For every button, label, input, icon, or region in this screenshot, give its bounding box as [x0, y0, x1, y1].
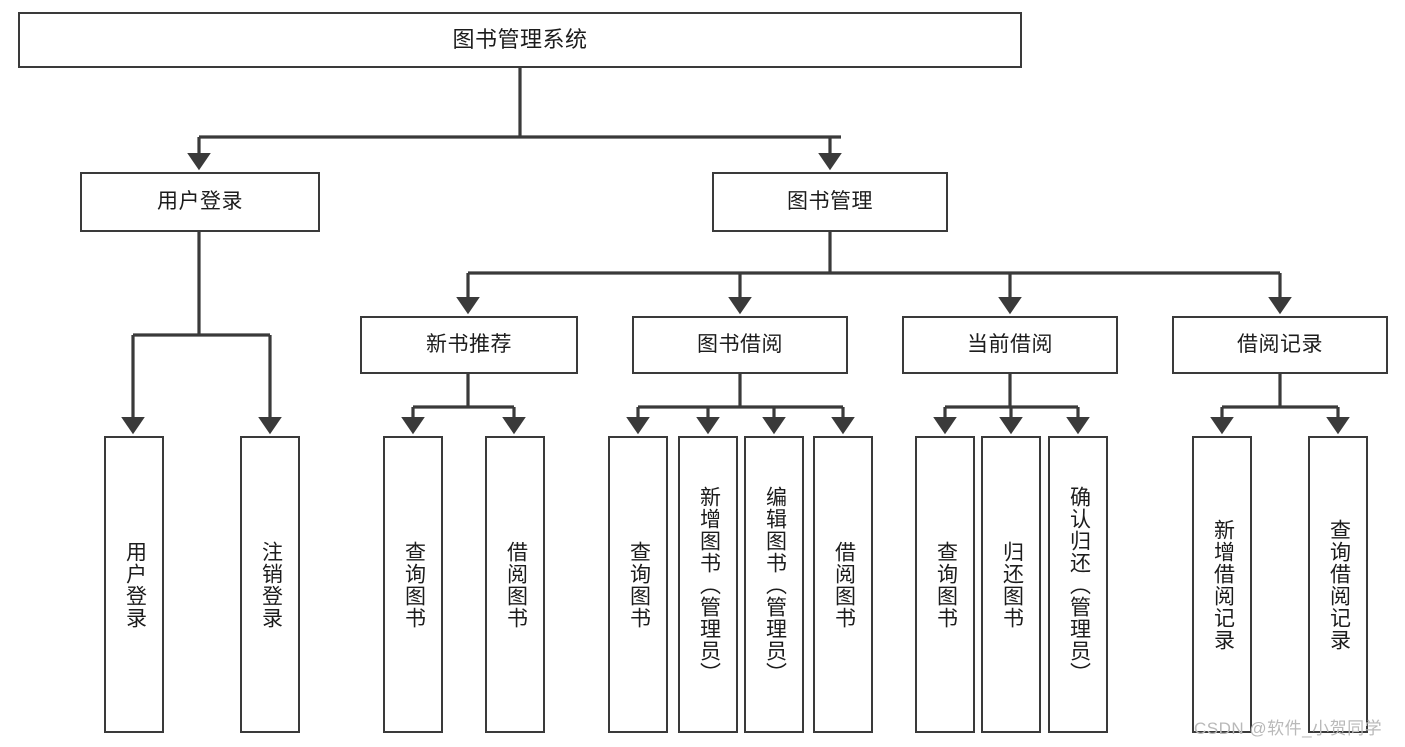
node-label: 查询图书 — [934, 540, 958, 629]
node-label: 新书推荐 — [426, 333, 512, 357]
node-new-book-recommend[interactable]: 新书推荐 — [360, 316, 578, 374]
leaf-user-login-logout[interactable]: 注销登录 — [240, 436, 300, 733]
leaf-borrow-edit-book-admin[interactable]: 编辑图书（管理员） — [744, 436, 804, 733]
leaf-borrow-add-book-admin[interactable]: 新增图书（管理员） — [678, 436, 738, 733]
leaf-current-return-book[interactable]: 归还图书 — [981, 436, 1041, 733]
leaf-user-login-login[interactable]: 用户登录 — [104, 436, 164, 733]
node-label: 编辑图书（管理员） — [763, 485, 787, 684]
node-label: 新增借阅记录 — [1211, 518, 1235, 651]
node-label: 图书管理 — [787, 190, 873, 214]
node-borrow-record[interactable]: 借阅记录 — [1172, 316, 1388, 374]
node-label: 查询图书 — [402, 540, 426, 629]
node-root-system[interactable]: 图书管理系统 — [18, 12, 1022, 68]
node-label: 当前借阅 — [967, 333, 1053, 357]
watermark: CSDN @软件_小贺同学 — [1194, 719, 1383, 738]
node-book-management[interactable]: 图书管理 — [712, 172, 948, 232]
leaf-new-book-query[interactable]: 查询图书 — [383, 436, 443, 733]
leaf-borrow-borrow-book[interactable]: 借阅图书 — [813, 436, 873, 733]
node-label: 借阅图书 — [832, 540, 856, 629]
leaf-borrow-query-book[interactable]: 查询图书 — [608, 436, 668, 733]
node-book-borrow[interactable]: 图书借阅 — [632, 316, 848, 374]
node-label: 确认归还（管理员） — [1067, 485, 1091, 684]
node-label: 用户登录 — [157, 190, 243, 214]
node-label: 借阅记录 — [1237, 333, 1323, 357]
node-label: 借阅图书 — [504, 540, 528, 629]
leaf-new-book-borrow[interactable]: 借阅图书 — [485, 436, 545, 733]
node-label: 新增图书（管理员） — [697, 485, 721, 684]
node-label: 图书管理系统 — [452, 26, 588, 52]
node-current-borrow[interactable]: 当前借阅 — [902, 316, 1118, 374]
node-label: 图书借阅 — [697, 333, 783, 357]
leaf-current-query-book[interactable]: 查询图书 — [915, 436, 975, 733]
leaf-current-confirm-return-admin[interactable]: 确认归还（管理员） — [1048, 436, 1108, 733]
node-label: 查询图书 — [627, 540, 651, 629]
node-label: 查询借阅记录 — [1327, 518, 1351, 651]
node-label: 归还图书 — [1000, 540, 1024, 629]
node-label: 注销登录 — [259, 540, 283, 629]
leaf-record-query-record[interactable]: 查询借阅记录 — [1308, 436, 1368, 733]
node-label: 用户登录 — [123, 540, 147, 629]
node-user-login[interactable]: 用户登录 — [80, 172, 320, 232]
leaf-record-add-record[interactable]: 新增借阅记录 — [1192, 436, 1252, 733]
